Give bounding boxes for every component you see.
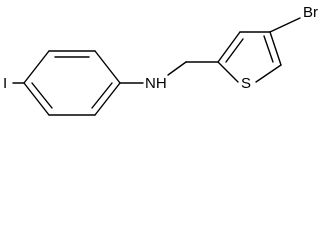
atom-label-amine: NH [145,75,167,92]
bond-ring-1 [23,50,50,84]
bond-c-bromine [269,17,301,33]
bond-thio-s-c2 [217,61,239,83]
bond-thio-c4-c5 [269,31,282,66]
thiophene-ring [217,31,282,83]
bond-ring-4 [94,82,121,116]
bond-thio-c2-c3 [217,31,241,63]
bond-ring-3 [94,50,121,84]
bond-ring-6 [23,82,50,116]
bond-thio-double-1 [225,38,244,63]
bond-nitrogen-ch2 [167,61,187,76]
atom-label-bromine: Br [303,4,318,21]
molecule-structure: I NH S Br [3,4,318,116]
bond-ring-double-3 [31,82,53,109]
structure-canvas: I NH S Br [3,4,318,116]
atom-label-iodine: I [3,75,7,92]
bond-thio-double-2 [263,35,274,63]
bond-ring-double-2 [91,82,113,109]
atom-label-sulfur: S [241,75,251,92]
benzene-ring [23,50,121,116]
bond-thio-c5-s [255,64,282,83]
